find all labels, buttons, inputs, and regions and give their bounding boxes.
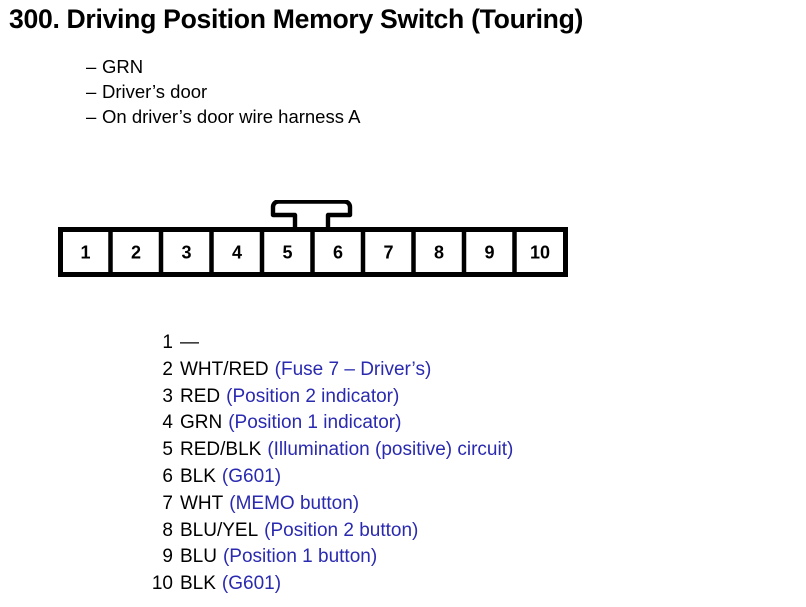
pin-wire-color: BLU bbox=[180, 546, 217, 568]
pin-description: (Position 2 indicator) bbox=[226, 385, 400, 407]
connector-cell-numbers: 1 2 3 4 5 6 7 8 9 10 bbox=[80, 243, 550, 263]
pin-row: 2 WHT/RED (Fuse 7 – Driver’s) bbox=[140, 357, 780, 384]
cell-dividers bbox=[108, 232, 517, 272]
pin-row: 9 BLU (Position 1 button) bbox=[140, 544, 780, 571]
pin-wire-color: WHT/RED bbox=[180, 358, 269, 380]
connector-cell-1: 1 bbox=[80, 243, 90, 263]
connector-cell-3: 3 bbox=[181, 243, 191, 263]
pin-wire-color: RED bbox=[180, 385, 221, 407]
meta-item-label: Driver’s door bbox=[102, 81, 208, 102]
connector-cell-9: 9 bbox=[484, 243, 494, 263]
pin-description: (Position 1 indicator) bbox=[228, 412, 402, 434]
page-title: 300.Driving Position Memory Switch (Tour… bbox=[9, 3, 787, 35]
meta-item-label: On driver’s door wire harness A bbox=[102, 106, 361, 127]
connector-cell-4: 4 bbox=[232, 243, 242, 263]
pin-number: 5 bbox=[162, 439, 173, 461]
dash-icon: – bbox=[86, 56, 97, 77]
connector-cell-7: 7 bbox=[383, 243, 393, 263]
pin-row: 7 WHT (MEMO button) bbox=[140, 491, 780, 518]
connector-diagram: 1 2 3 4 5 6 7 8 9 10 bbox=[58, 200, 568, 278]
pin-description: (MEMO button) bbox=[229, 492, 360, 514]
pin-description: (G601) bbox=[221, 465, 282, 487]
pin-row: 10 BLK (G601) bbox=[140, 571, 780, 598]
pin-number: 9 bbox=[162, 546, 173, 568]
pin-list: 1 — 2 WHT/RED (Fuse 7 – Driver’s) 3 RED … bbox=[140, 330, 780, 598]
pin-row: 8 BLU/YEL (Position 2 button) bbox=[140, 518, 780, 545]
pin-number: 8 bbox=[162, 519, 173, 541]
dash-icon: – bbox=[86, 106, 97, 127]
meta-item-wire-color: – GRN bbox=[86, 54, 686, 79]
connector-cell-10: 10 bbox=[530, 243, 550, 263]
pin-number: 6 bbox=[162, 465, 173, 487]
meta-list: – GRN – Driver’s door – On driver’s door… bbox=[86, 54, 686, 129]
connector-cell-5: 5 bbox=[282, 243, 292, 263]
connector-cell-8: 8 bbox=[434, 243, 444, 263]
pin-number: 2 bbox=[162, 358, 173, 380]
pin-wire-color: GRN bbox=[180, 412, 223, 434]
page-number: 300. bbox=[9, 4, 60, 34]
pin-number: 1 bbox=[162, 332, 173, 353]
meta-item-harness: – On driver’s door wire harness A bbox=[86, 104, 686, 129]
dash-icon: – bbox=[86, 81, 97, 102]
pin-wire-color: BLK bbox=[180, 465, 216, 487]
pin-wire-color: RED/BLK bbox=[180, 439, 262, 461]
pin-description: (Position 2 button) bbox=[264, 519, 419, 541]
pin-description: (Illumination (positive) circuit) bbox=[267, 439, 514, 461]
locking-tab-icon bbox=[270, 200, 353, 233]
pin-number: 3 bbox=[162, 385, 173, 407]
meta-item-label: GRN bbox=[102, 56, 144, 77]
meta-item-location: – Driver’s door bbox=[86, 79, 686, 104]
pin-wire-color: WHT bbox=[180, 492, 224, 514]
page-title-text: Driving Position Memory Switch (Touring) bbox=[66, 4, 584, 34]
pin-number: 4 bbox=[162, 412, 173, 434]
pin-number: 7 bbox=[162, 492, 173, 514]
pin-row: 3 RED (Position 2 indicator) bbox=[140, 384, 780, 411]
pin-wire-color: BLK bbox=[180, 573, 216, 595]
pin-row: 6 BLK (G601) bbox=[140, 464, 780, 491]
pin-row: 5 RED/BLK (Illumination (positive) circu… bbox=[140, 437, 780, 464]
pin-wire-color: — bbox=[180, 332, 199, 353]
pin-description: (Fuse 7 – Driver’s) bbox=[274, 358, 432, 380]
pin-wire-color: BLU/YEL bbox=[180, 519, 259, 541]
pin-description: (Position 1 button) bbox=[222, 546, 378, 568]
pin-row: 1 — bbox=[140, 330, 780, 357]
connector-cell-6: 6 bbox=[333, 243, 343, 263]
connector-cell-2: 2 bbox=[131, 243, 141, 263]
pin-row: 4 GRN (Position 1 indicator) bbox=[140, 410, 780, 437]
pin-number: 10 bbox=[151, 573, 173, 595]
pin-description: (G601) bbox=[221, 573, 282, 595]
connector-svg: 1 2 3 4 5 6 7 8 9 10 bbox=[58, 200, 568, 277]
